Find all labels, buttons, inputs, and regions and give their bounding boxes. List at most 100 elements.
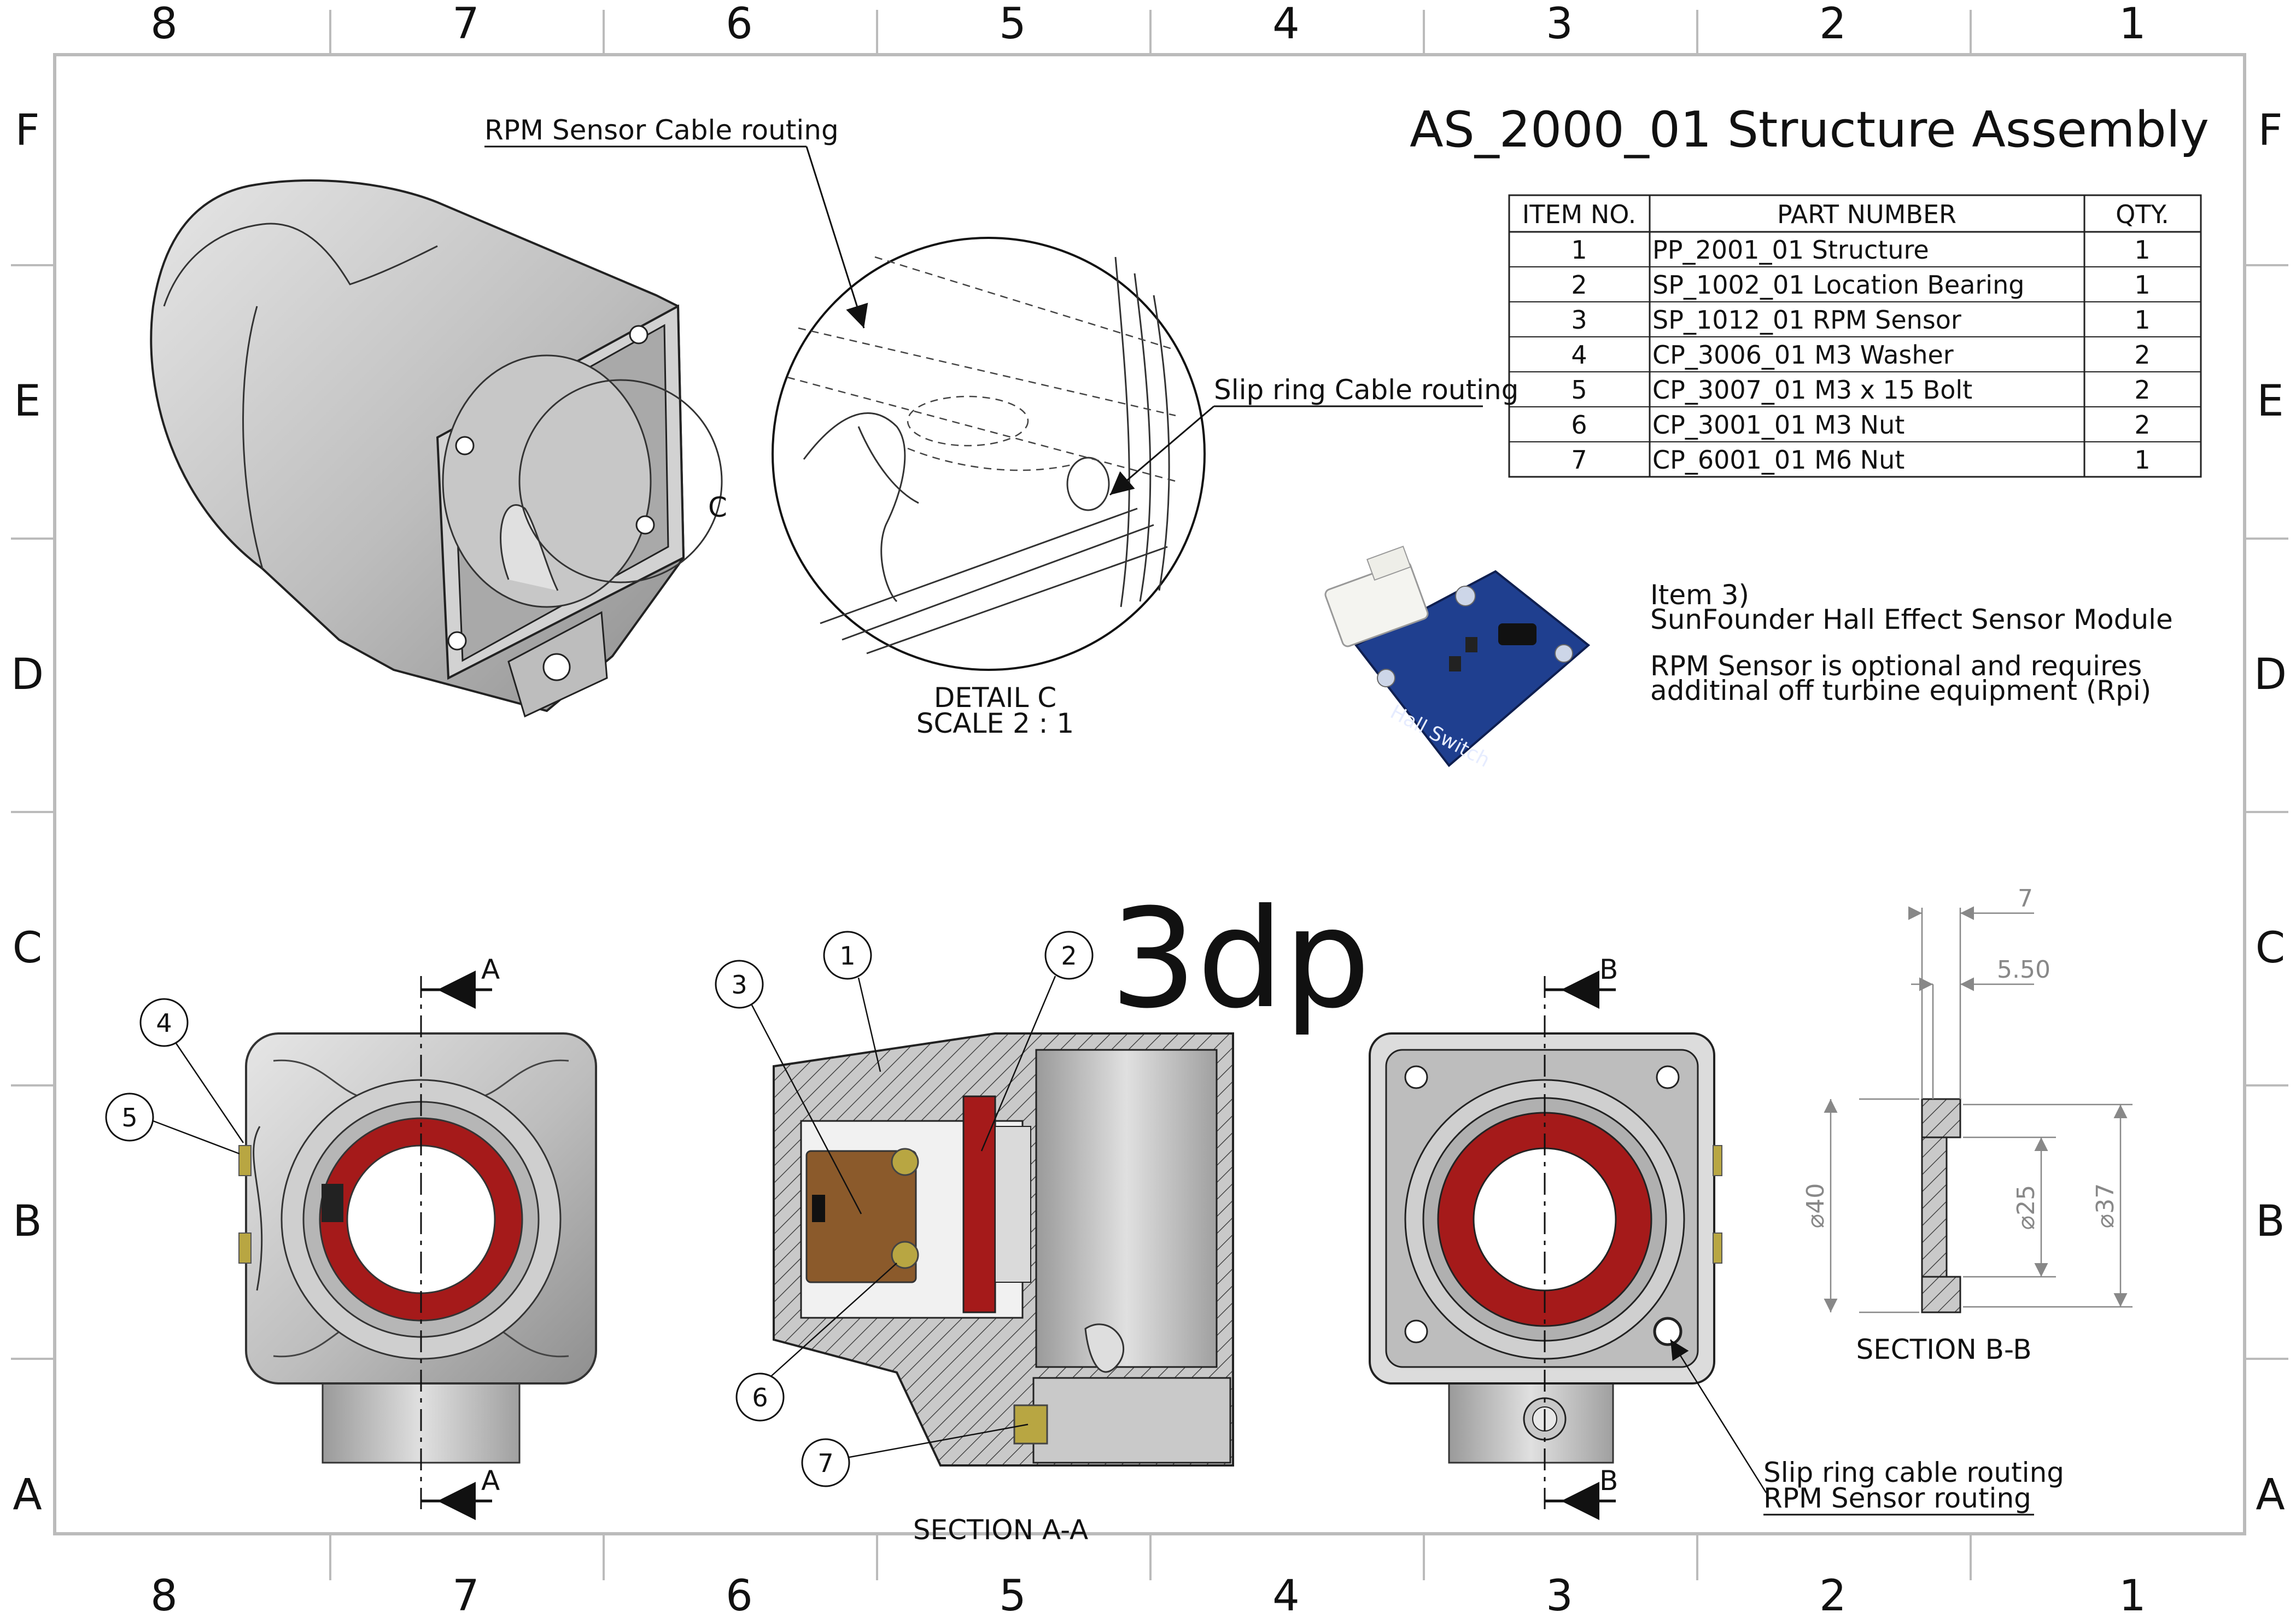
- zone-col-label: 6: [726, 1572, 753, 1621]
- bom-qty: 1: [2134, 270, 2150, 300]
- table-row: 4 CP_3006_01 M3 Washer 2: [1571, 340, 2150, 370]
- table-row: 7 CP_6001_01 M6 Nut 1: [1571, 445, 2150, 475]
- bom-part-number: PP_2001_01 Structure: [1652, 235, 1929, 265]
- balloon-number: 1: [839, 941, 855, 971]
- zone-rows-right: F E D C B A: [2254, 106, 2287, 1520]
- balloon: 2: [980, 931, 1094, 1152]
- slip-ring-routing-label: Slip ring Cable routing: [1214, 374, 1518, 406]
- table-row: 6 CP_3001_01 M3 Nut 2: [1571, 410, 2150, 440]
- bom-part-number: SP_1002_01 Location Bearing: [1652, 270, 2024, 300]
- cut-label-b: B: [1599, 954, 1618, 985]
- zone-col-label: 8: [150, 0, 178, 49]
- balloon: 1: [823, 931, 881, 1072]
- table-row: 5 CP_3007_01 M3 x 15 Bolt 2: [1571, 375, 2150, 405]
- balloon: 7: [801, 1423, 1029, 1487]
- bom-item-no: 7: [1571, 445, 1587, 475]
- zone-col-label: 7: [452, 1572, 480, 1621]
- zone-col-label: 3: [1546, 1572, 1573, 1621]
- zone-row-label: E: [2257, 377, 2283, 426]
- zone-row-label: A: [2256, 1470, 2285, 1520]
- item3-heading: Item 3): [1650, 579, 1749, 611]
- bom-part-number: SP_1012_01 RPM Sensor: [1652, 305, 1961, 335]
- bom-part-number: CP_3007_01 M3 x 15 Bolt: [1652, 375, 1972, 405]
- balloon-number: 6: [752, 1383, 768, 1412]
- dimension-label: 7: [2018, 885, 2033, 913]
- bom-part-number: CP_3006_01 M3 Washer: [1652, 340, 1954, 370]
- zone-col-label: 2: [1819, 1572, 1847, 1621]
- section-aa-label: SECTION A-A: [913, 1514, 1088, 1546]
- section-aa-view: SECTION A-A: [773, 1032, 1234, 1546]
- detail-c-view: DETAIL C SCALE 2 : 1: [772, 237, 1206, 739]
- dimension-label: 5.50: [1997, 956, 2050, 984]
- table-row: 2 SP_1002_01 Location Bearing 1: [1571, 270, 2150, 300]
- sheet-frame: [11, 10, 2288, 1580]
- balloon-number: 5: [121, 1103, 137, 1132]
- zone-row-label: C: [13, 924, 42, 973]
- rear-view: B B: [1369, 954, 1722, 1520]
- item3-name: SunFounder Hall Effect Sensor Module: [1650, 604, 2173, 635]
- detail-title: DETAIL C: [934, 682, 1056, 714]
- routing-label: RPM Sensor routing: [1763, 1482, 2031, 1514]
- zone-columns-bottom: 8 7 6 5 4 3 2 1: [150, 1572, 2146, 1621]
- bom-part-number: CP_6001_01 M6 Nut: [1652, 445, 1904, 475]
- cut-label-a: A: [481, 954, 500, 985]
- cut-label-a: A: [481, 1465, 500, 1497]
- section-bb-view: 7 5.50 ⌀40 ⌀25 ⌀37 SECTION B-B: [1802, 885, 2133, 1365]
- zone-row-label: E: [14, 377, 40, 426]
- bom-header: ITEM NO.: [1522, 200, 1636, 229]
- isometric-view: C: [150, 179, 727, 718]
- bom-item-no: 4: [1571, 340, 1587, 370]
- zone-rows-left: F E D C B A: [11, 106, 44, 1520]
- zone-row-label: B: [2256, 1197, 2285, 1246]
- detail-marker-label: C: [708, 492, 727, 523]
- zone-row-label: D: [2254, 650, 2287, 699]
- bom-qty: 1: [2134, 305, 2150, 335]
- zone-col-label: 5: [999, 0, 1026, 49]
- dimension-label: ⌀25: [2012, 1185, 2040, 1230]
- section-bb-label: SECTION B-B: [1856, 1334, 2031, 1365]
- item3-note: additinal off turbine equipment (Rpi): [1650, 675, 2151, 706]
- bom-table: ITEM NO. PART NUMBER QTY. 1 PP_2001_01 S…: [1508, 194, 2202, 478]
- zone-col-label: 1: [2119, 0, 2146, 49]
- balloon: 6: [735, 1263, 897, 1422]
- routing-label: Slip ring cable routing: [1763, 1457, 2064, 1488]
- balloon-number: 3: [731, 970, 747, 1000]
- zone-col-label: 4: [1272, 1572, 1300, 1621]
- front-view: A A: [238, 954, 597, 1520]
- detail-scale: SCALE 2 : 1: [916, 708, 1074, 739]
- bom-part-number: CP_3001_01 M3 Nut: [1652, 410, 1904, 440]
- balloon: 5: [105, 1093, 240, 1155]
- zone-col-label: 1: [2119, 1572, 2146, 1621]
- zone-row-label: C: [2256, 924, 2285, 973]
- table-row: 3 SP_1012_01 RPM Sensor 1: [1571, 305, 2150, 335]
- dimension-label: ⌀40: [1802, 1183, 1830, 1228]
- balloon: 3: [715, 960, 862, 1214]
- bom-item-no: 3: [1571, 305, 1587, 335]
- bom-header: PART NUMBER: [1777, 200, 1956, 229]
- balloon-number: 2: [1061, 941, 1077, 971]
- zone-row-label: F: [15, 106, 40, 155]
- zone-row-label: F: [2258, 106, 2283, 155]
- detail-circle-marker: [518, 379, 723, 583]
- bom-qty: 2: [2134, 410, 2150, 440]
- bom-item-no: 1: [1571, 235, 1587, 265]
- bom-header: QTY.: [2116, 200, 2169, 229]
- rpm-cable-routing-label: RPM Sensor Cable routing: [484, 114, 839, 146]
- bom-qty: 1: [2134, 235, 2150, 265]
- zone-row-label: B: [13, 1197, 42, 1246]
- balloon-number: 4: [156, 1008, 172, 1038]
- zone-col-label: 7: [452, 0, 480, 49]
- zone-col-label: 8: [150, 1572, 178, 1621]
- zone-columns-top: 8 7 6 5 4 3 2 1: [150, 0, 2146, 49]
- bom-item-no: 5: [1571, 375, 1587, 405]
- zone-row-label: A: [13, 1470, 42, 1520]
- balloon: 4: [139, 998, 244, 1143]
- zone-col-label: 2: [1819, 0, 1847, 49]
- zone-row-label: D: [11, 650, 44, 699]
- zone-col-label: 3: [1546, 0, 1573, 49]
- logo-text: 3dp: [1110, 879, 1370, 1038]
- bom-item-no: 2: [1571, 270, 1587, 300]
- zone-col-label: 6: [726, 0, 753, 49]
- cut-label-b: B: [1599, 1465, 1618, 1497]
- bom-item-no: 6: [1571, 410, 1587, 440]
